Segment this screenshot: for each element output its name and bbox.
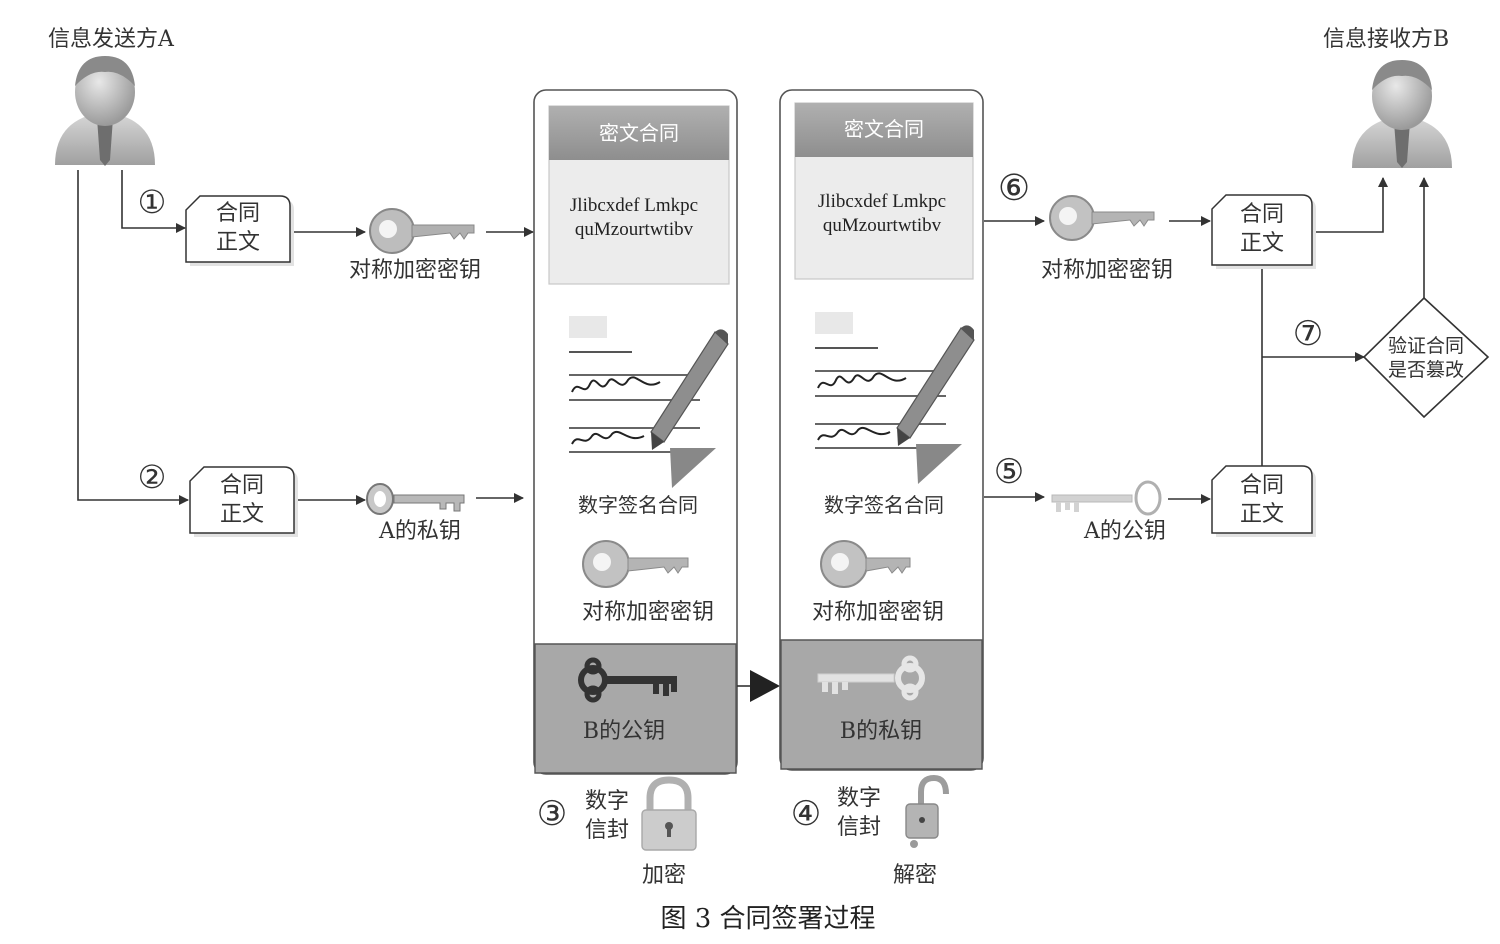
step-3-marker: ③: [537, 794, 567, 834]
private-key-label: A的私钥: [378, 519, 461, 544]
signature-label: 数字签名合同: [578, 493, 698, 517]
decrypt-sym-key-label: 对称加密密钥: [812, 600, 944, 625]
contract-document-1: 合同 正文: [185, 195, 294, 266]
panel-symmetric-key-icon: [582, 540, 689, 588]
signature-pen-icon: [569, 316, 729, 488]
decrypt-signature-pen-icon: [815, 312, 975, 484]
b-private-key-label: B的私钥: [840, 719, 922, 744]
cipher-header: 密文合同: [599, 121, 679, 145]
decrypt-symmetric-key-icon: [820, 540, 911, 588]
step-4-marker: ④: [791, 794, 821, 834]
encrypt-action-label: 加密: [642, 863, 686, 888]
left-sym-key-label: 对称加密密钥: [349, 258, 481, 283]
decrypt-envelope-line1: 数字: [837, 786, 881, 811]
b-public-key-icon: [578, 657, 677, 703]
encrypt-envelope-line1: 数字: [585, 789, 629, 814]
decrypt-cipher-header: 密文合同: [844, 117, 924, 141]
decrypt-cipher-line1: Jlibcxdef Lmkpc: [818, 191, 946, 212]
b-public-key-label: B的公钥: [583, 719, 665, 744]
right-connectors: [984, 177, 1429, 504]
encrypt-envelope-line2: 信封: [585, 818, 629, 843]
sender-title: 信息发送方A: [48, 27, 175, 52]
svg-text:合同: 合同: [216, 201, 260, 226]
a-public-key-icon: [1051, 480, 1162, 516]
padlock-closed-icon: [641, 776, 697, 851]
right-sym-key-label: 对称加密密钥: [1041, 258, 1173, 283]
step-6-marker: ⑥: [998, 168, 1030, 209]
receiver-avatar-icon: [1352, 60, 1452, 168]
public-key-label: A的公钥: [1083, 519, 1166, 544]
encrypt-panel: 密文合同 Jlibcxdef Lmkpc quMzourtwtibv 数字签名合…: [533, 89, 738, 775]
figure-caption: 图 3 合同签署过程: [660, 904, 875, 934]
symmetric-key-icon: [369, 208, 475, 254]
step-1-marker: ①: [138, 183, 167, 221]
left-connectors: [77, 170, 534, 505]
panel-link-arrow-icon: [750, 670, 780, 702]
decrypt-signature-label: 数字签名合同: [824, 493, 944, 517]
contract-document-2: 合同 正文: [189, 466, 298, 537]
cipher-text-line1: Jlibcxdef Lmkpc: [570, 195, 698, 216]
step-5-marker: ⑤: [994, 452, 1024, 492]
decrypt-envelope-line2: 信封: [837, 815, 881, 840]
right-contract-document-1: 合同 正文: [1211, 194, 1316, 269]
svg-text:合同: 合同: [1240, 473, 1284, 498]
decrypt-cipher-line2: quMzourtwtibv: [823, 215, 942, 236]
right-symmetric-key-icon: [1049, 195, 1155, 241]
svg-text:合同: 合同: [220, 473, 264, 498]
private-key-icon: [366, 483, 465, 515]
step-2-marker: ②: [138, 458, 167, 496]
decrypt-panel: 密文合同 Jlibcxdef Lmkpc quMzourtwtibv 数字签名合…: [779, 89, 984, 771]
panel-sym-key-label: 对称加密密钥: [582, 600, 714, 625]
svg-text:正文: 正文: [220, 502, 264, 527]
b-private-key-icon: [817, 655, 925, 701]
cipher-text-line2: quMzourtwtibv: [575, 219, 694, 240]
receiver-title: 信息接收方B: [1323, 27, 1449, 52]
sender-avatar-icon: [55, 56, 155, 166]
svg-text:合同: 合同: [1240, 202, 1284, 227]
svg-text:正文: 正文: [216, 230, 260, 255]
step-7-marker: ⑦: [1293, 314, 1323, 354]
svg-text:正文: 正文: [1240, 502, 1284, 527]
padlock-open-icon: [905, 774, 949, 848]
svg-text:验证合同: 验证合同: [1388, 335, 1464, 357]
decrypt-action-label: 解密: [893, 863, 937, 888]
verify-decision-diamond: 验证合同 是否篡改: [1362, 296, 1490, 419]
svg-text:正文: 正文: [1240, 231, 1284, 256]
svg-text:是否篡改: 是否篡改: [1388, 359, 1464, 381]
right-contract-document-2: 合同 正文: [1211, 465, 1316, 537]
